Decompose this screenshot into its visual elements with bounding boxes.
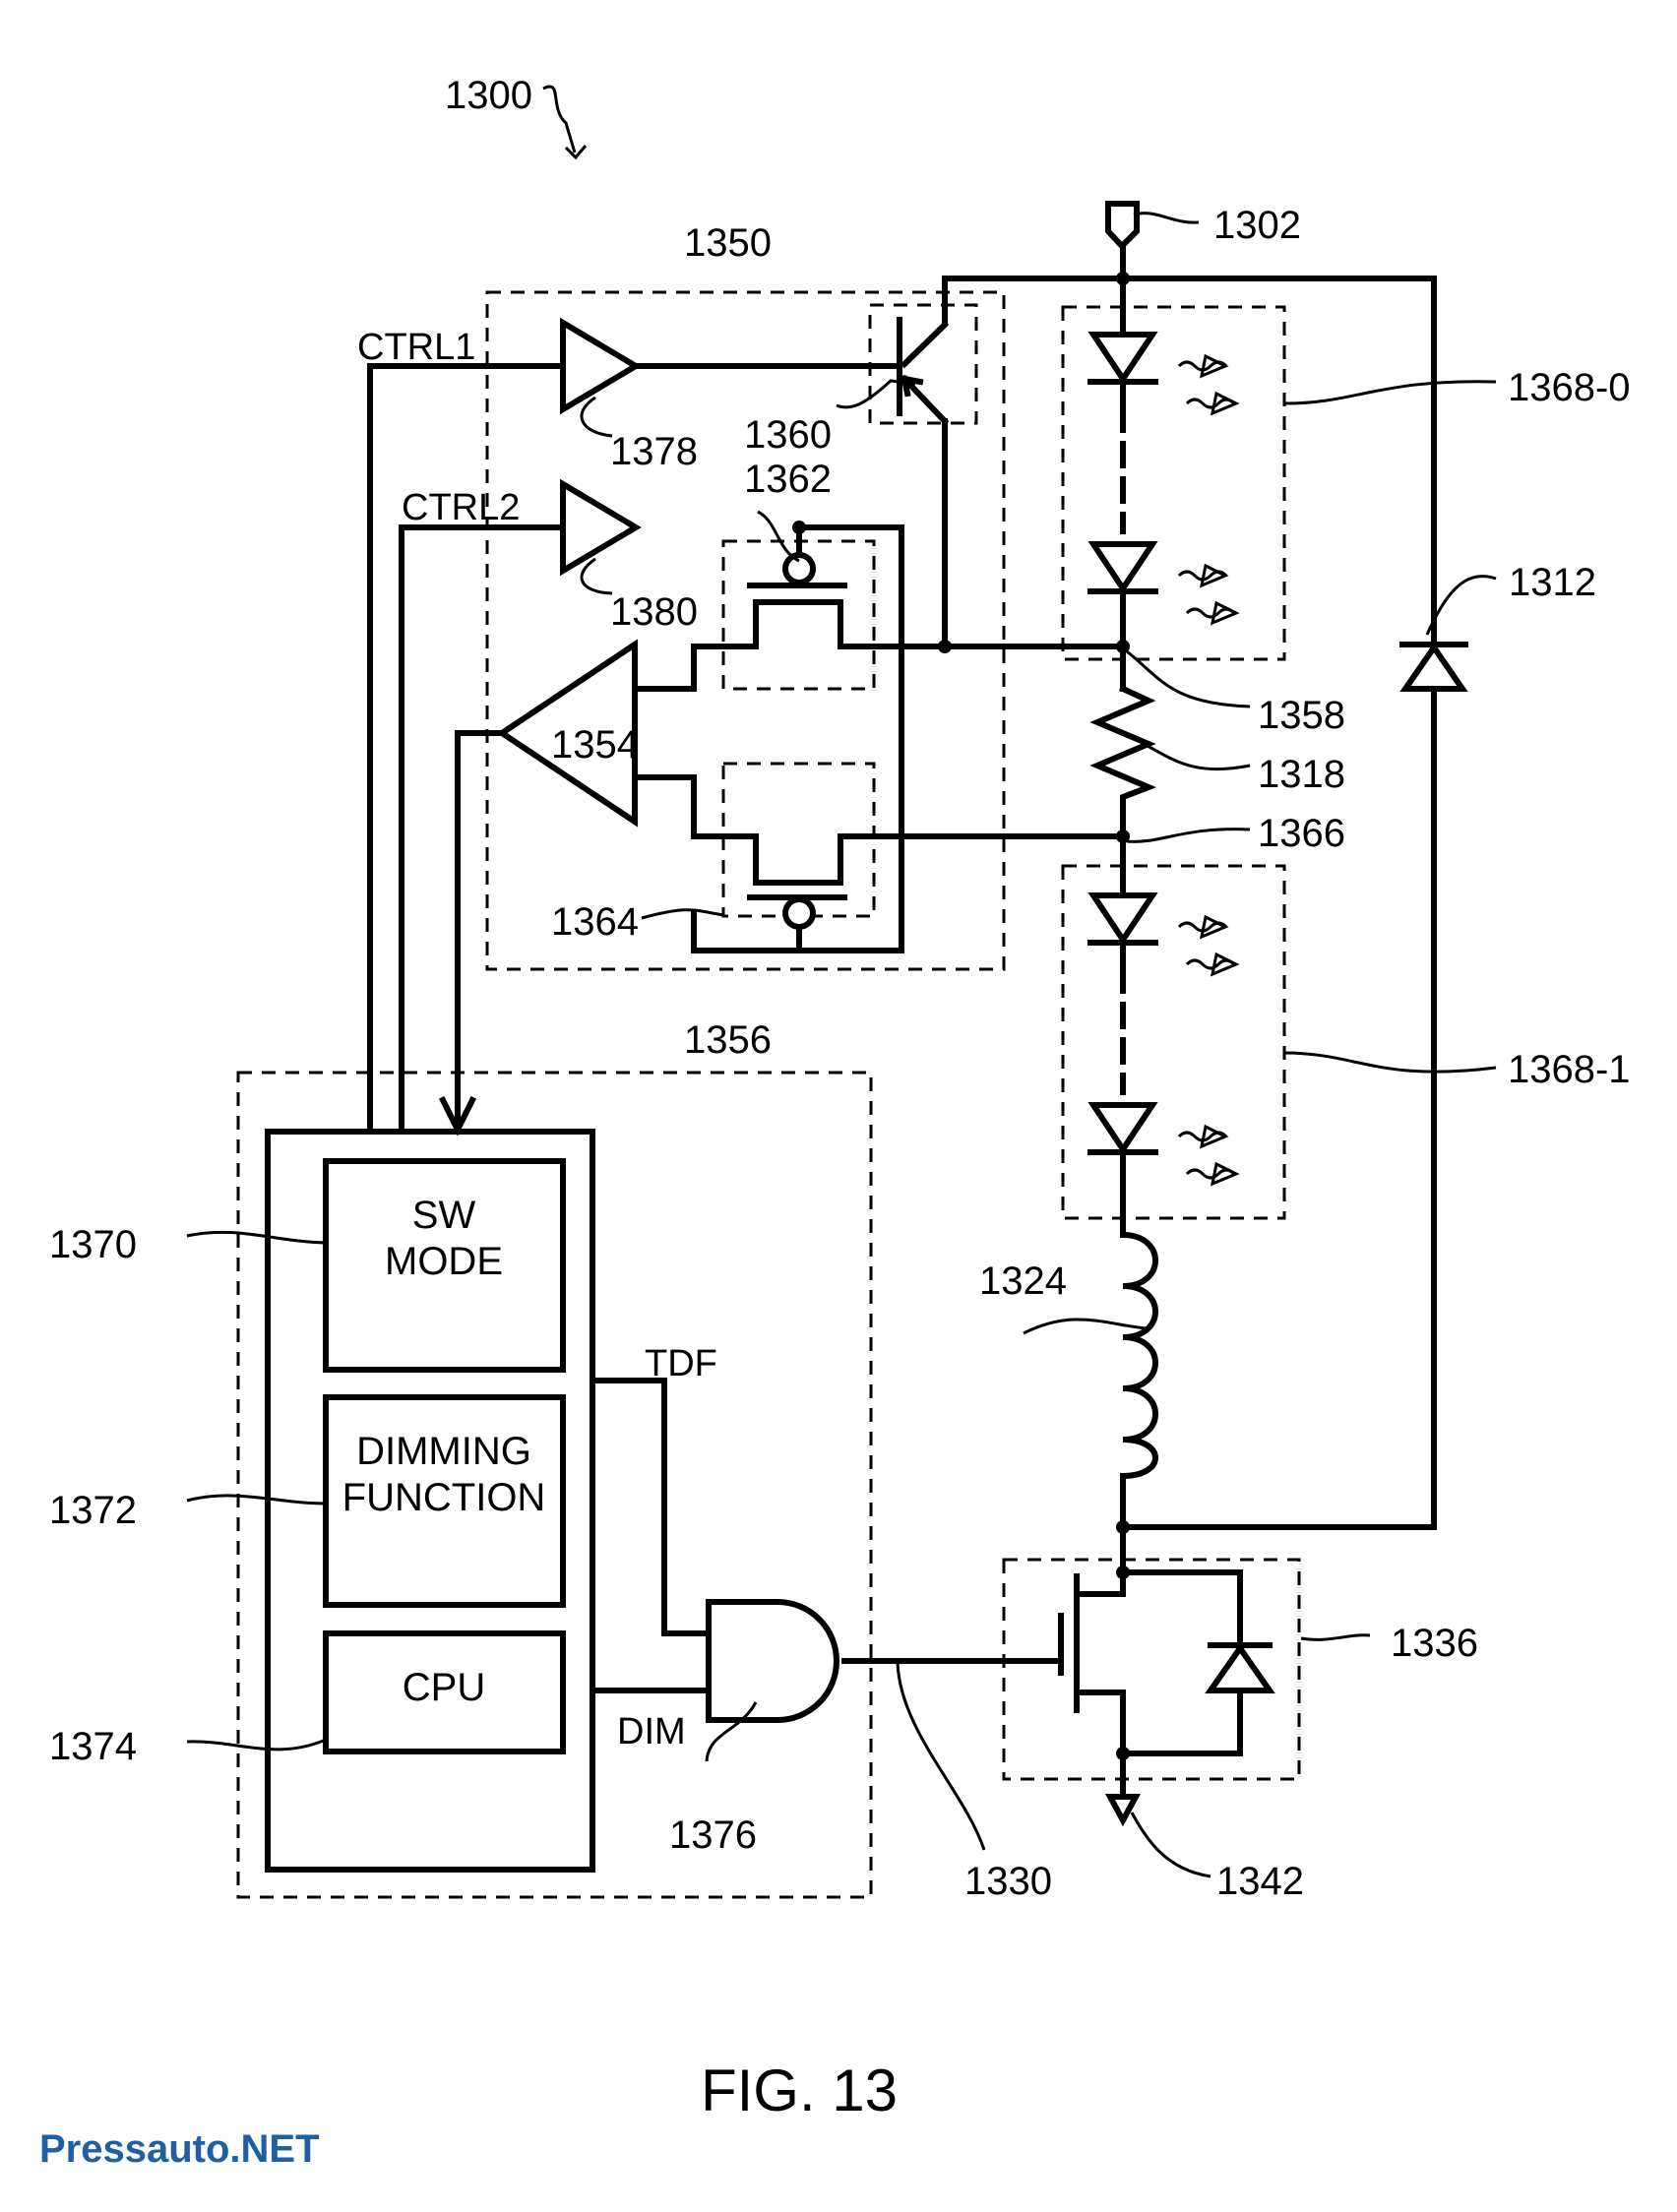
label-pmos-bottom: 1364 xyxy=(551,900,639,944)
transistor-icon xyxy=(897,317,950,426)
and-gate-icon xyxy=(706,1599,839,1723)
label-dimming-block: 1372 xyxy=(49,1489,137,1532)
label-resistor: 1318 xyxy=(1258,753,1345,796)
signal-dim: DIM xyxy=(617,1711,686,1752)
label-cpu-block: 1374 xyxy=(49,1725,137,1768)
reference-labels: 1300 1302 1350 1368-0 1312 1378 1360 136… xyxy=(49,74,1631,1903)
supply-icon xyxy=(1105,201,1140,251)
led-icon xyxy=(1087,332,1158,385)
switch-block-outline xyxy=(1002,1558,1301,1781)
label-pmos-top: 1362 xyxy=(744,458,832,501)
pmos-bottom-outline xyxy=(721,762,876,918)
controller-box xyxy=(265,1129,595,1873)
label-node-top: 1358 xyxy=(1258,694,1345,737)
label-supply: 1302 xyxy=(1213,204,1301,247)
sw-mode-box xyxy=(323,1158,566,1373)
label-buffer-2: 1380 xyxy=(610,590,698,634)
control-block-outline xyxy=(236,1071,873,1899)
label-sw-mode-block: 1370 xyxy=(49,1223,137,1266)
light-ray-icon xyxy=(1177,353,1240,1187)
label-inductor: 1324 xyxy=(979,1260,1067,1303)
diode-icon xyxy=(1399,642,1468,692)
figure-caption: FIG. 13 xyxy=(701,2058,898,2123)
signal-ctrl2: CTRL2 xyxy=(402,487,520,528)
label-switch-block: 1336 xyxy=(1391,1622,1478,1665)
led-string-1-outline xyxy=(1061,864,1286,1220)
cpu-box xyxy=(323,1630,566,1754)
label-bypass-diode: 1312 xyxy=(1509,561,1596,604)
leader-lines xyxy=(186,85,1497,1878)
signal-tdf: TDF xyxy=(645,1343,717,1384)
transistor-icon xyxy=(632,524,1126,953)
watermark: Pressauto.NET xyxy=(39,2127,320,2171)
led-icon xyxy=(1087,541,1158,594)
led-icon xyxy=(1087,1102,1158,1155)
dimming-function-box xyxy=(323,1394,566,1608)
label-gate-signal: 1330 xyxy=(964,1860,1052,1903)
label-bjt: 1360 xyxy=(744,413,832,457)
label-led-string-1: 1368-1 xyxy=(1508,1048,1631,1091)
inductor-icon xyxy=(1119,1231,1158,1480)
label-comparator: 1354 xyxy=(551,723,639,767)
signal-labels: CTRL1 CTRL2 TDF DIM xyxy=(357,327,717,1752)
led-string-0-outline xyxy=(1061,305,1286,661)
sw-mode-label-1: SW xyxy=(412,1194,476,1237)
ground-icon xyxy=(1104,1794,1142,1827)
transistor-icon xyxy=(632,774,1126,953)
signal-ctrl1: CTRL1 xyxy=(357,327,475,368)
block-labels: SW MODE DIMMING FUNCTION CPU xyxy=(342,1194,546,1709)
transistor-icon xyxy=(1058,1569,1275,1756)
cpu-label: CPU xyxy=(403,1666,485,1709)
buffer-icon xyxy=(560,478,642,577)
dimming-label-1: DIMMING xyxy=(356,1430,531,1473)
regulator-block-outline xyxy=(485,290,1006,971)
buffer-icon xyxy=(560,317,642,415)
label-led-string-0: 1368-0 xyxy=(1508,366,1631,409)
label-regulator-block: 1350 xyxy=(684,221,772,265)
sw-mode-label-2: MODE xyxy=(385,1240,503,1283)
label-and-gate: 1376 xyxy=(669,1813,757,1857)
label-node-bottom: 1366 xyxy=(1258,812,1345,855)
led-icon xyxy=(1087,892,1158,946)
label-ground: 1342 xyxy=(1216,1860,1304,1903)
comparator-icon xyxy=(496,639,638,828)
label-main-ref: 1300 xyxy=(445,74,532,117)
dimming-label-2: FUNCTION xyxy=(342,1476,546,1519)
label-control-block: 1356 xyxy=(684,1018,772,1062)
label-buffer-1: 1378 xyxy=(610,430,698,473)
resistor-icon xyxy=(1089,685,1157,839)
